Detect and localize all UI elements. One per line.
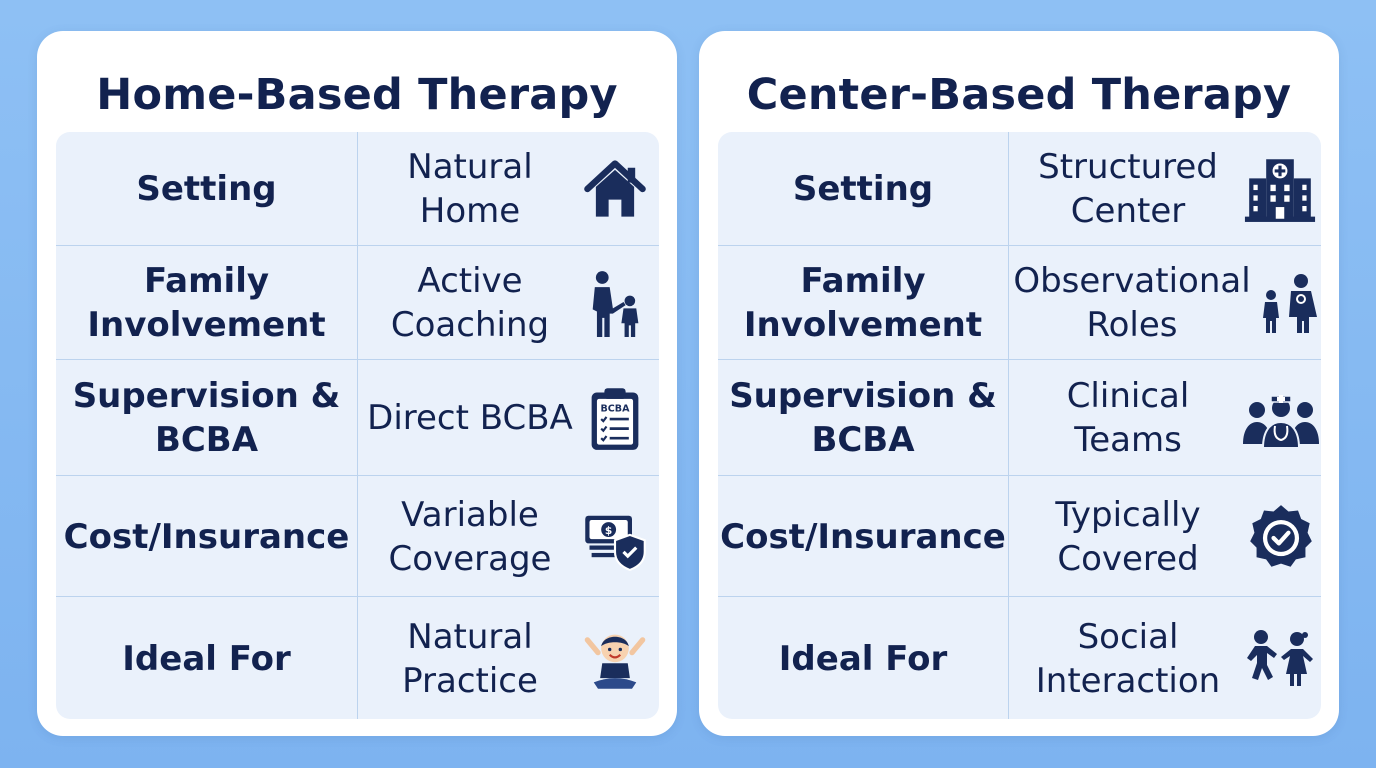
center-row-label: Ideal For: [778, 638, 948, 679]
home-row-label: Family Involvement: [87, 261, 326, 345]
center-based-title: Center-Based Therapy: [746, 70, 1292, 120]
clinical-team-icon: [1241, 384, 1321, 452]
center-row-label: Setting: [792, 168, 934, 209]
home-comparison-grid: Setting Natural Home Family Involvement …: [56, 132, 659, 719]
family-observer-icon: [1257, 269, 1321, 337]
home-row-supervision: Supervision & BCBA Direct BCBA BCBA: [56, 359, 659, 476]
center-row-value: Social Interaction: [1035, 616, 1221, 701]
kids-playing-icon: [1243, 625, 1319, 693]
center-row-family: Family Involvement Observational Roles: [718, 245, 1321, 360]
parent-child-icon: [581, 269, 649, 337]
home-row-label: Cost/Insurance: [63, 516, 350, 557]
hospital-building-icon: [1241, 155, 1319, 223]
house-icon: [581, 155, 649, 223]
center-based-card: Center-Based Therapy Setting Structured …: [699, 31, 1339, 736]
clipboard-text: BCBA: [601, 404, 631, 415]
happy-child-icon: [581, 625, 649, 693]
home-row-label: Ideal For: [122, 638, 291, 679]
home-row-value: Natural Home: [407, 146, 533, 231]
center-row-value: Structured Center: [1038, 146, 1218, 231]
home-row-family: Family Involvement Active Coaching: [56, 245, 659, 360]
money-shield-icon: $: [581, 503, 649, 571]
verified-badge-icon: [1247, 503, 1315, 571]
home-row-setting: Setting Natural Home: [56, 132, 659, 245]
center-row-label: Cost/Insurance: [720, 516, 1006, 557]
center-row-setting: Setting Structured Center: [718, 132, 1321, 245]
home-row-cost: Cost/Insurance Variable Coverage $: [56, 475, 659, 597]
money-symbol: $: [605, 523, 612, 536]
home-based-title: Home-Based Therapy: [96, 70, 618, 120]
home-row-value: Active Coaching: [390, 261, 550, 345]
home-row-value: Direct BCBA: [367, 398, 573, 438]
center-row-ideal: Ideal For Social Interaction: [718, 596, 1321, 719]
center-row-value: Observational Roles: [1013, 261, 1251, 345]
center-row-cost: Cost/Insurance Typically Covered: [718, 475, 1321, 597]
center-comparison-grid: Setting Structured Center Family Involve…: [718, 132, 1321, 719]
center-row-value: Typically Covered: [1055, 494, 1201, 579]
home-row-label: Supervision & BCBA: [72, 376, 341, 460]
center-row-label: Family Involvement: [743, 261, 983, 345]
center-row-value: Clinical Teams: [1066, 376, 1190, 460]
home-row-label: Setting: [136, 168, 277, 209]
home-row-value: Natural Practice: [402, 616, 538, 701]
home-row-ideal: Ideal For Natural Practice: [56, 596, 659, 719]
center-row-supervision: Supervision & BCBA Clinical Teams: [718, 359, 1321, 476]
clipboard-icon: BCBA: [581, 384, 649, 452]
home-row-value: Variable Coverage: [388, 494, 552, 579]
home-based-card: Home-Based Therapy Setting Natural Home …: [37, 31, 677, 736]
center-row-label: Supervision & BCBA: [729, 376, 997, 460]
